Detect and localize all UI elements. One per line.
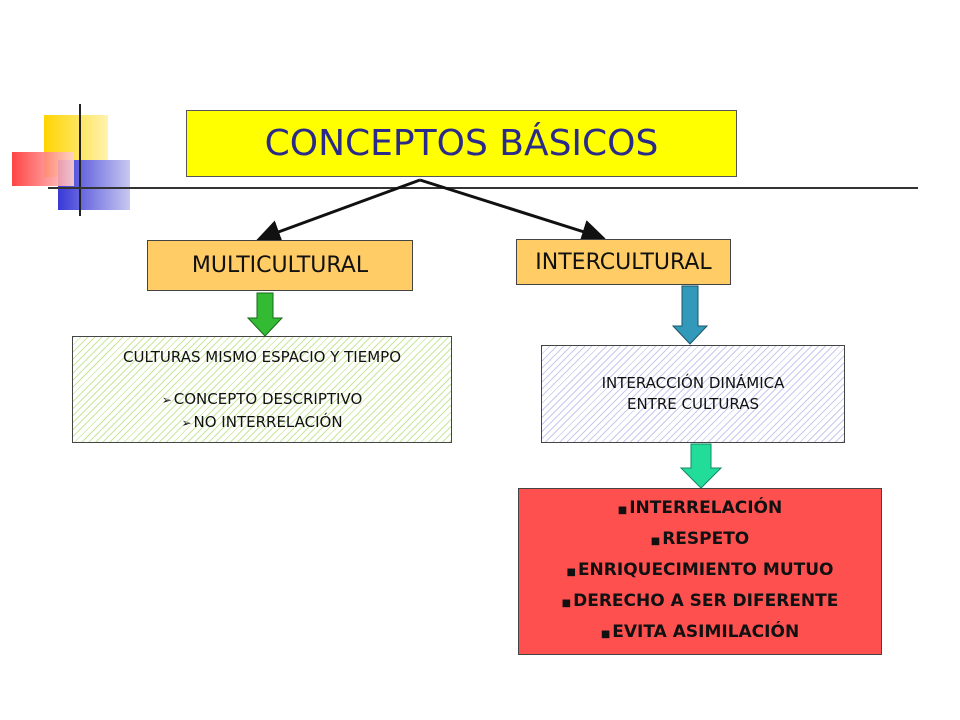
page-title: CONCEPTOS BÁSICOS [186, 110, 737, 177]
square-bullet-icon: ■ [561, 598, 572, 609]
value-item: ■RESPETO [650, 529, 750, 549]
intercultural-detail-box: INTERACCIÓN DINÁMICA ENTRE CULTURAS [541, 345, 845, 443]
multicultural-box: MULTICULTURAL [147, 240, 413, 291]
square-bullet-icon: ■ [566, 567, 576, 578]
intercultural-detail-line: INTERACCIÓN DINÁMICA [601, 374, 785, 392]
mint-down-arrow [679, 443, 723, 489]
square-bullet-icon: ■ [617, 505, 628, 516]
value-item: ■ENRIQUECIMIENTO MUTUO [566, 560, 834, 580]
teal-down-arrow [671, 285, 709, 345]
multicultural-bullet-item: ➢NO INTERRELACIÓN [181, 412, 343, 431]
arrow-bullet-icon: ➢ [161, 392, 172, 407]
green-down-arrow [246, 292, 284, 337]
square-bullet-icon: ■ [650, 536, 661, 547]
square-bullet-icon: ■ [600, 629, 611, 640]
arrow-bullet-icon: ➢ [181, 415, 192, 430]
intercultural-detail-line: ENTRE CULTURAS [626, 395, 759, 413]
intercultural-values-box: ■INTERRELACIÓN ■RESPETO ■ENRIQUECIMIENTO… [518, 488, 882, 655]
connector-line-right [419, 178, 606, 244]
connector-line-left [256, 178, 421, 244]
value-item: ■EVITA ASIMILACIÓN [600, 622, 800, 642]
multicultural-bullet-item: ➢CONCEPTO DESCRIPTIVO [161, 389, 363, 408]
value-item: ■DERECHO A SER DIFERENTE [561, 591, 839, 611]
value-item: ■INTERRELACIÓN [617, 498, 783, 518]
title-rule [48, 187, 918, 189]
decorative-corner-graphic [12, 104, 130, 216]
multicultural-detail-line: CULTURAS MISMO ESPACIO Y TIEMPO [123, 347, 401, 366]
intercultural-box: INTERCULTURAL [516, 239, 731, 285]
multicultural-detail-box: CULTURAS MISMO ESPACIO Y TIEMPO ➢CONCEPT… [72, 336, 452, 443]
red-square [12, 152, 74, 186]
